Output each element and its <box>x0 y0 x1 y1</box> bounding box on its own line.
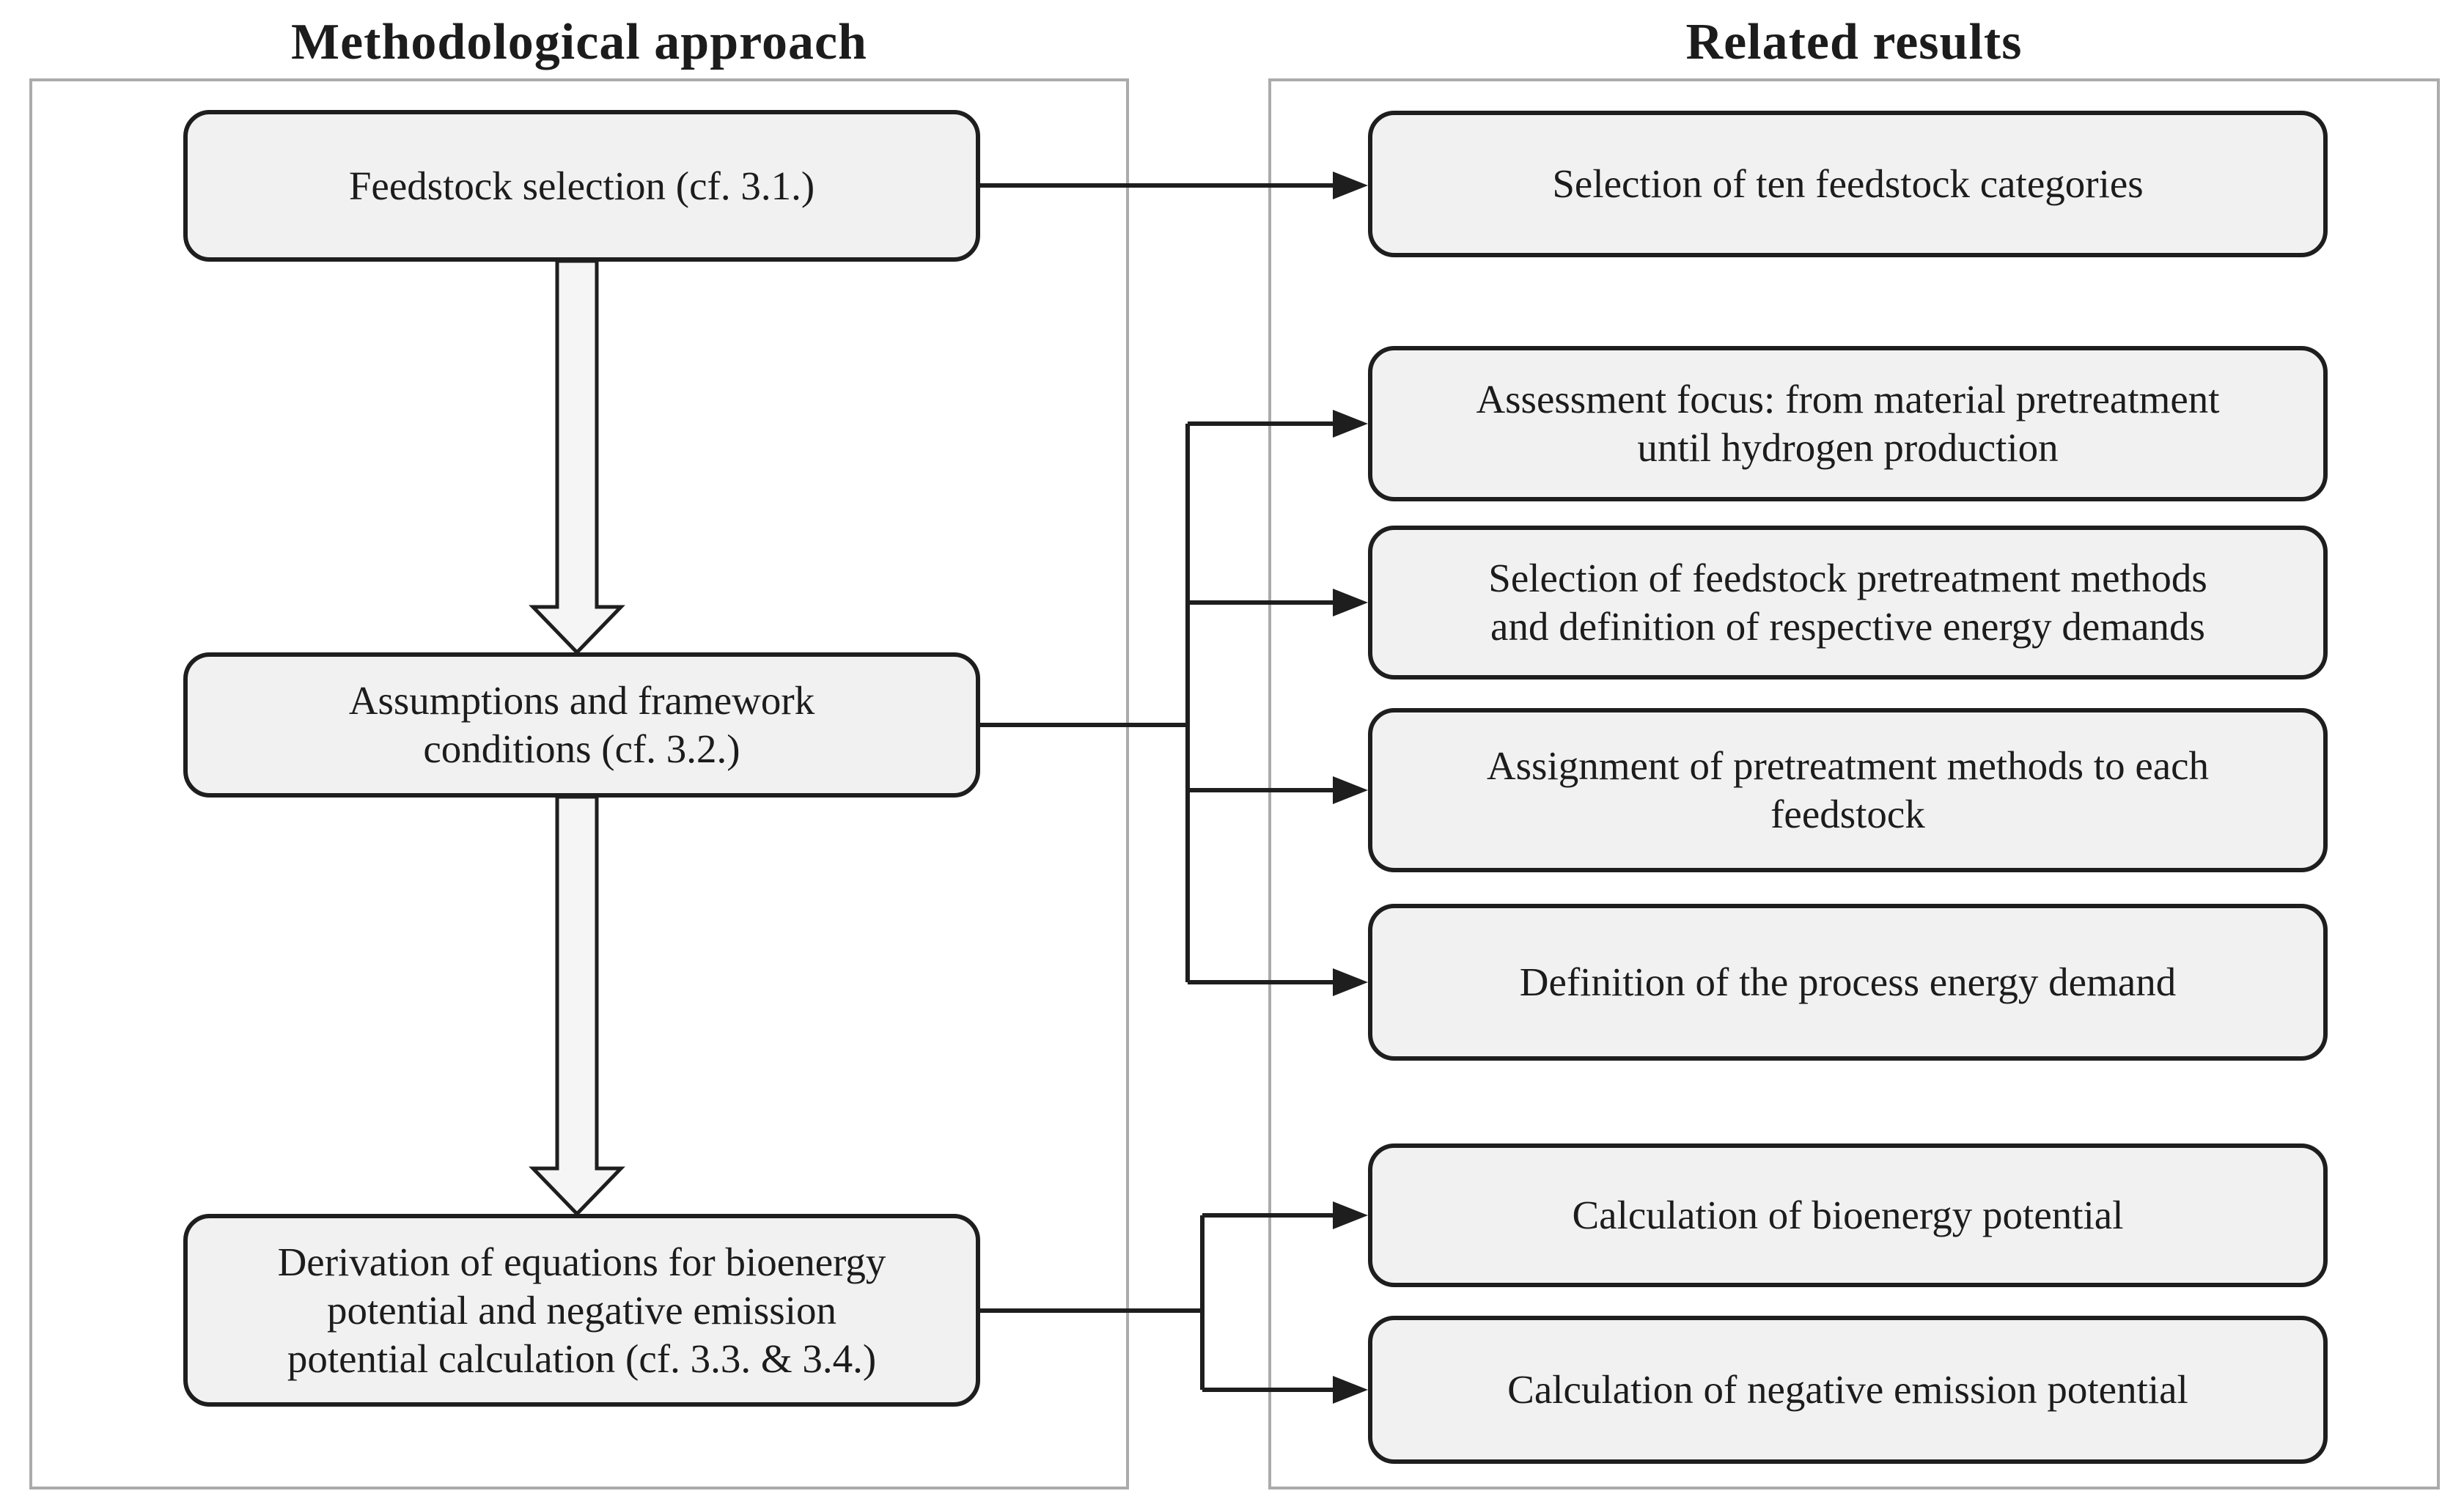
box-assessment-focus: Assessment focus: from material pretreat… <box>1368 346 2328 501</box>
arrowhead-icon <box>1333 968 1368 996</box>
box-pretreatment-methods-selection: Selection of feedstock pretreatment meth… <box>1368 526 2328 680</box>
arrowhead-icon <box>1333 410 1368 438</box>
arrowhead-icon <box>1333 776 1368 804</box>
box-feedstock-selection: Feedstock selection (cf. 3.1.) <box>183 110 980 262</box>
arrowhead-icon <box>1333 1201 1368 1229</box>
box-bioenergy-potential-calculation: Calculation of bioenergy potential <box>1368 1143 2328 1287</box>
related-results-title: Related results <box>1685 14 2023 70</box>
connector-derivation-branch <box>980 1213 1337 1392</box>
arrowhead-icon <box>1333 589 1368 616</box>
methodology-panel <box>29 78 1129 1489</box>
box-negative-emission-potential-calculation: Calculation of negative emission potenti… <box>1368 1316 2328 1464</box>
down-block-arrow-icon <box>529 259 625 655</box>
results-panel <box>1268 78 2440 1489</box>
box-assumptions-framework: Assumptions and framework conditions (cf… <box>183 652 980 798</box>
arrowhead-icon <box>1333 172 1368 199</box>
box-process-energy-demand: Definition of the process energy demand <box>1368 904 2328 1061</box>
down-block-arrow-icon <box>529 795 625 1217</box>
box-pretreatment-assignment: Assignment of pretreatment methods to ea… <box>1368 708 2328 872</box>
box-selection-feedstock-categories: Selection of ten feedstock categories <box>1368 111 2328 257</box>
connector-assumptions-branch <box>980 421 1337 984</box>
methodological-approach-title: Methodological approach <box>291 14 867 70</box>
arrowhead-icon <box>1333 1376 1368 1404</box>
box-derivation-equations: Derivation of equations for bioenergy po… <box>183 1214 980 1407</box>
